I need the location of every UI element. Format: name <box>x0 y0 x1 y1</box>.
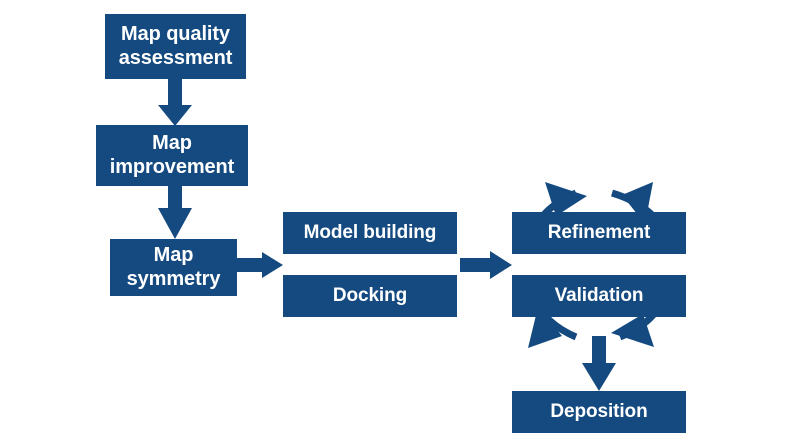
arrow-improvement-to-symmetry <box>158 186 192 239</box>
node-docking[interactable]: Docking <box>283 275 457 317</box>
node-refinement[interactable]: Refinement <box>512 212 686 254</box>
node-map-symmetry[interactable]: Map symmetry <box>110 239 237 296</box>
node-model-building[interactable]: Model building <box>283 212 457 254</box>
node-validation[interactable]: Validation <box>512 275 686 317</box>
arrow-symmetry-to-building <box>237 252 283 278</box>
cycle-arrowhead-bottom-right <box>611 314 654 347</box>
arrow-quality-to-improvement <box>158 78 192 126</box>
arrow-docking-to-refinement <box>460 251 512 279</box>
node-map-quality-assessment[interactable]: Map quality assessment <box>105 14 246 79</box>
cycle-arrowhead-bottom-left <box>528 307 562 348</box>
node-deposition[interactable]: Deposition <box>512 391 686 433</box>
arrow-cycle-to-deposition <box>582 336 616 391</box>
cycle-arrowhead-top-left <box>545 182 587 216</box>
node-map-improvement[interactable]: Map improvement <box>96 125 248 186</box>
